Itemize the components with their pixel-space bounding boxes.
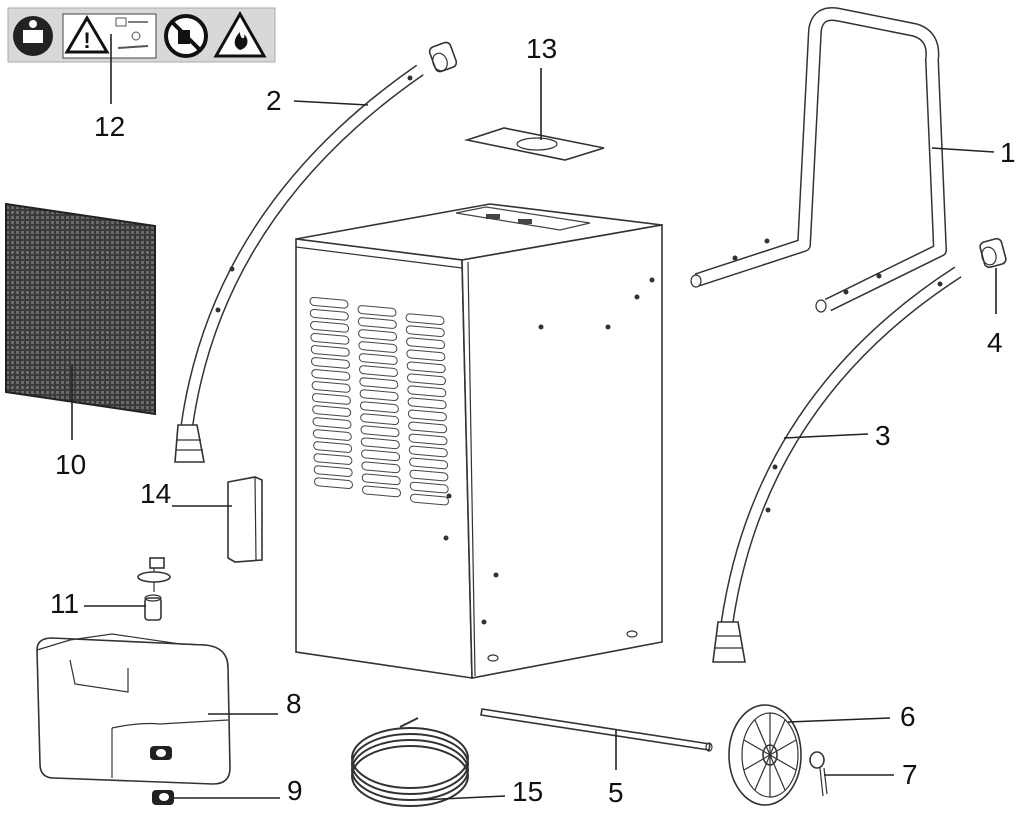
- vent-slat: [312, 405, 352, 417]
- tube-end-cap-right: [979, 237, 1007, 269]
- vent-slat: [313, 465, 353, 477]
- vent-slat: [311, 393, 351, 405]
- callout-2: 2: [266, 85, 282, 116]
- vent-slat: [360, 425, 400, 438]
- float-sensor: [137, 557, 171, 621]
- right-support-tube: [712, 266, 962, 663]
- callout-4: 4: [987, 327, 1003, 358]
- vent-slat: [311, 369, 351, 381]
- vent-slat: [312, 417, 352, 429]
- read-manual-icon: [13, 16, 53, 56]
- vent-slat: [406, 337, 446, 350]
- wheel-axle: [480, 708, 713, 752]
- callout-6: 6: [900, 701, 916, 732]
- vent-slat: [358, 329, 398, 341]
- vent-slat: [311, 381, 351, 393]
- vent-slat: [361, 461, 401, 474]
- flammable-icon: [213, 10, 267, 58]
- drain-hose: [351, 717, 469, 807]
- vent-slat: [312, 429, 352, 441]
- callout-7: 7: [902, 759, 918, 790]
- vent-slat: [358, 353, 398, 365]
- vent-slat: [408, 421, 448, 434]
- pull-handle: [690, 7, 947, 313]
- tube-end-cap-left: [428, 41, 458, 73]
- cotter-pin: [809, 751, 828, 797]
- vent-slat: [310, 333, 350, 345]
- vent-slat: [408, 445, 448, 458]
- vent-slat: [408, 433, 448, 446]
- vent-slat: [362, 485, 401, 498]
- vent-slat: [314, 477, 353, 490]
- vent-slat: [407, 409, 447, 422]
- drain-plug: [152, 790, 174, 805]
- warning-triangle-icon: !: [62, 13, 157, 59]
- vent-slat: [309, 296, 349, 309]
- vent-slat: [313, 453, 353, 465]
- vent-slat: [313, 441, 353, 453]
- callout-14: 14: [140, 478, 171, 509]
- callout-12: 12: [94, 111, 125, 142]
- vent-slat: [360, 413, 400, 426]
- vent-slat: [360, 437, 400, 450]
- vent-slat: [410, 493, 449, 506]
- vent-slat: [406, 349, 446, 362]
- dehumidifier-body: [295, 203, 663, 679]
- vent-slat: [407, 373, 446, 386]
- vent-slat: [310, 345, 350, 357]
- vent-slat: [405, 313, 445, 326]
- callout-15: 15: [512, 776, 543, 807]
- vent-slat: [407, 385, 447, 398]
- air-filter: [5, 202, 156, 416]
- no-tilt-icon: [164, 14, 208, 58]
- callout-9: 9: [287, 775, 303, 806]
- callout-1: 1: [1000, 137, 1016, 168]
- vent-slat: [359, 377, 399, 389]
- vent-slat: [361, 449, 401, 462]
- vent-slat: [357, 317, 397, 329]
- vent-slat: [358, 341, 398, 353]
- callout-13: 13: [526, 33, 557, 64]
- vent-grille: [309, 296, 449, 506]
- vent-slat: [407, 397, 447, 410]
- callout-8: 8: [286, 688, 302, 719]
- wheel: [728, 704, 802, 806]
- vent-slat: [359, 365, 398, 377]
- left-support-tube: [174, 64, 424, 463]
- vent-slat: [357, 305, 397, 317]
- vent-slat: [311, 357, 350, 369]
- callout-5: 5: [608, 777, 624, 808]
- vent-slat: [309, 308, 349, 321]
- svg-text:!: !: [83, 28, 90, 53]
- vent-slat: [409, 469, 449, 482]
- vent-slat: [361, 473, 401, 486]
- callout-10: 10: [55, 449, 86, 480]
- vent-slat: [409, 481, 449, 494]
- vent-slat: [406, 361, 446, 374]
- callout-11: 11: [50, 588, 79, 619]
- vent-slat: [405, 325, 445, 338]
- vent-slat: [359, 401, 399, 414]
- warning-label-strip: !: [7, 7, 276, 63]
- vent-slat: [359, 389, 399, 401]
- foam-block: [227, 476, 263, 563]
- vent-slat: [310, 321, 350, 333]
- plug-disconnect-icon: [115, 17, 149, 49]
- top-cover-plate: [463, 127, 605, 161]
- vent-slat: [409, 457, 449, 470]
- callout-3: 3: [875, 420, 891, 451]
- water-tank: [36, 633, 231, 785]
